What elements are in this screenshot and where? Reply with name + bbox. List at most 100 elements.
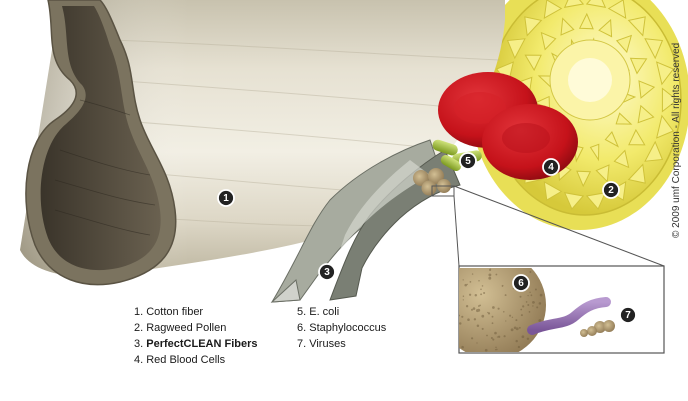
staph-texture-dot	[466, 283, 468, 286]
staph-texture-dot	[471, 273, 474, 275]
staph-texture-dot	[441, 317, 444, 320]
staph-texture-dot	[495, 348, 498, 351]
legend-item-number: 3.	[134, 338, 147, 350]
staph-texture-dot	[495, 273, 498, 276]
pollen-spike	[604, 131, 620, 148]
staph-texture-dot	[529, 291, 531, 294]
staph-texture-dot	[487, 311, 489, 314]
staph-texture-dot	[517, 345, 521, 349]
staph-texture-dot	[521, 335, 525, 339]
staph-texture-dot	[515, 319, 518, 322]
staph-texture-dot	[480, 293, 483, 296]
legend-left-column: 1. Cotton fiber 2. Ragweed Pollen 3. Per…	[134, 304, 258, 368]
staph-texture-dot	[483, 263, 485, 265]
marker-6: 6	[512, 274, 530, 292]
staph-texture-dot	[496, 336, 499, 338]
pollen-spike	[598, 18, 613, 38]
pollen-spike	[644, 38, 664, 60]
pollen-spike	[638, 80, 656, 99]
marker-3: 3	[318, 263, 336, 281]
staph-texture-dot	[476, 342, 478, 344]
staph-texture-dot	[459, 322, 462, 325]
staph-texture-dot	[488, 276, 492, 280]
staph-texture-dot	[491, 315, 494, 318]
pollen-spike	[578, 12, 594, 30]
staph-texture-dot	[492, 306, 495, 309]
staph-texture-dot	[448, 328, 450, 330]
pollen-spike	[563, 0, 585, 8]
staph-texture-dot	[530, 294, 533, 297]
marker-5: 5	[459, 152, 477, 170]
pollen-spike	[627, 16, 646, 37]
pollen-spike	[661, 87, 678, 113]
staph-texture-dot	[462, 279, 464, 281]
staph-texture-dot	[509, 314, 512, 317]
staph-texture-dot	[486, 334, 488, 337]
staph-texture-dot	[459, 314, 461, 317]
pollen-spike	[615, 112, 633, 125]
staph-texture-dot	[495, 346, 497, 349]
legend-item-red-blood-cells: 4. Red Blood Cells	[134, 354, 226, 366]
staph-texture-dot	[503, 256, 505, 258]
staph-texture-dot	[538, 302, 542, 305]
staph-texture-dot	[497, 307, 500, 310]
staph-texture-dot	[489, 268, 492, 271]
staph-texture-dot	[528, 311, 531, 313]
pollen-spike	[637, 104, 655, 124]
staph-texture-dot	[536, 306, 539, 309]
marker-number: 2	[608, 185, 614, 196]
marker-circle	[602, 181, 620, 199]
staph-texture-dot	[539, 293, 543, 297]
pollen-spike	[506, 38, 526, 60]
pollen-spike	[655, 114, 675, 139]
marker-number: 1	[223, 193, 229, 204]
marker-circle	[459, 152, 477, 170]
staph-texture-dot	[492, 338, 495, 341]
staph-texture-dot	[465, 263, 467, 265]
staph-texture-dot	[504, 294, 507, 297]
staph-texture-dot	[461, 315, 464, 318]
staph-texture-dot	[462, 299, 464, 301]
cotton-fiber	[20, 0, 505, 286]
staph-texture-dot	[462, 295, 465, 298]
staph-texture-dot	[491, 258, 493, 260]
copyright-text: © 2009 umf Corporation - All rights rese…	[671, 42, 682, 238]
staph-texture-dot	[452, 290, 454, 292]
marker-2: 2	[602, 181, 620, 199]
staph-texture-dot	[533, 301, 535, 304]
pollen-spike	[589, 143, 600, 162]
legend-item-ragweed-pollen: 2. Ragweed Pollen	[134, 322, 227, 334]
marker-circle	[512, 274, 530, 292]
staph-texture-dot	[461, 345, 464, 349]
staph-texture-dot	[487, 312, 491, 315]
pollen-spike	[628, 128, 646, 146]
viruses	[580, 320, 615, 337]
staph-texture-dot	[470, 337, 474, 340]
staph-texture-dot	[515, 339, 518, 343]
marker-circle	[619, 306, 637, 324]
legend-item-staphylococcus: 6. Staphylococcus	[297, 322, 387, 334]
staph-texture-dot	[501, 284, 504, 287]
staph-texture-dot	[441, 304, 443, 306]
staph-texture-dot	[497, 335, 501, 339]
pollen-spike	[524, 54, 542, 72]
pollen-spike	[595, 164, 610, 183]
staph-texture-dot	[444, 317, 446, 319]
staph-texture-dot	[468, 293, 472, 296]
staph-texture-dot	[525, 301, 528, 303]
staph-texture-dot	[512, 288, 514, 290]
staph-texture-dot	[477, 305, 480, 307]
staph-texture-dot	[491, 322, 494, 325]
staph-texture-dot	[478, 279, 480, 282]
staph-texture-dot	[492, 254, 494, 256]
pollen-spike	[607, 0, 627, 20]
marker-number: 5	[465, 156, 471, 167]
staph-texture-dot	[511, 316, 514, 319]
staph-texture-dot	[494, 331, 497, 335]
staph-texture-dot	[526, 337, 530, 340]
pollen-spike	[655, 61, 675, 86]
legend-item-viruses: 7. Viruses	[297, 338, 346, 350]
pollen-spike	[627, 163, 646, 184]
staph-texture-dot	[452, 307, 453, 308]
